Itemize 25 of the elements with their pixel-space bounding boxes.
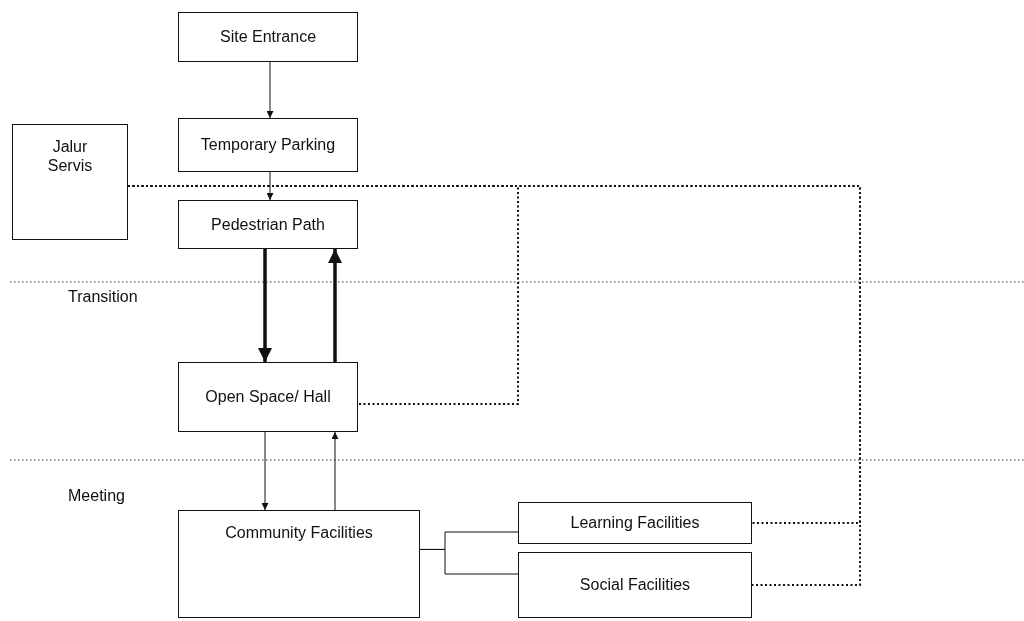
process-box [518, 502, 752, 544]
process-box [12, 124, 128, 240]
arrow [261, 431, 269, 511]
process-box [178, 510, 420, 618]
node-label: Social Facilities [579, 575, 691, 595]
arrow [331, 431, 339, 511]
process-box [178, 118, 358, 172]
node-label: Temporary Parking [200, 135, 336, 155]
process-box [178, 200, 358, 249]
zone-label: Meeting [68, 487, 125, 505]
node-label: Site Entrance [219, 27, 317, 47]
process-box [178, 12, 358, 62]
process-box [518, 552, 752, 618]
node-label: Community Facilities [225, 523, 373, 543]
node-label: Learning Facilities [570, 513, 700, 533]
node-label: Jalur Servis [46, 137, 94, 176]
process-box [178, 362, 358, 432]
arrow [266, 61, 274, 119]
zone-label: Transition [68, 288, 138, 306]
node-label: Open Space/ Hall [205, 387, 331, 407]
arrow [328, 249, 342, 362]
node-label: Pedestrian Path [211, 214, 325, 235]
arrow [266, 171, 274, 201]
arrow [258, 249, 272, 362]
connector-line [419, 548, 519, 575]
